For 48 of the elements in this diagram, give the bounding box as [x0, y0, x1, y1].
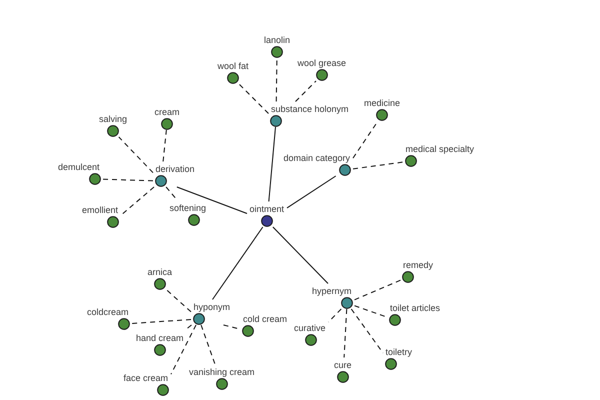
node-label: lanolin	[263, 35, 292, 45]
dashed-connector	[162, 130, 167, 162]
node-label: medical specialty	[404, 144, 476, 154]
node-label: ointment	[248, 204, 286, 214]
dashed-connector	[352, 162, 404, 170]
node-label: domain category	[282, 153, 352, 163]
node-label: medicine	[363, 98, 402, 108]
node-label: wool fat	[216, 61, 250, 71]
connector-line	[176, 186, 248, 214]
dashed-connector	[328, 308, 342, 322]
dashed-connector	[118, 136, 154, 174]
dashed-connector	[166, 290, 192, 312]
connector-line	[212, 226, 264, 300]
node-label: cold cream	[242, 314, 288, 324]
node-label: wool grease	[296, 58, 348, 68]
dashed-connector	[102, 178, 154, 182]
connector-line	[268, 126, 276, 202]
node-label: salving	[98, 114, 128, 124]
dashed-connector	[276, 58, 278, 102]
dashed-connector	[344, 308, 348, 358]
connector-line	[272, 226, 328, 284]
node-label: substance holonym	[270, 104, 350, 114]
node-label: face cream	[122, 373, 170, 383]
node-label: cream	[154, 107, 181, 117]
node-label: curative	[293, 323, 327, 333]
node-label: demulcent	[57, 162, 101, 172]
node-label: emollient	[81, 205, 120, 215]
dashed-connector	[166, 186, 178, 201]
dashed-connector	[295, 80, 316, 102]
dashed-connector	[238, 84, 269, 114]
connector-line	[286, 176, 336, 208]
node-label: toilet articles	[389, 303, 442, 313]
node-label: hypernym	[311, 286, 353, 296]
node-label: softening	[168, 203, 208, 213]
node-label: hand cream	[135, 333, 185, 343]
dashed-connector	[354, 280, 401, 300]
dashed-connector	[120, 186, 154, 216]
node-label: toiletry	[384, 347, 414, 357]
node-label: remedy	[402, 260, 434, 270]
node-label: vanishing cream	[188, 367, 256, 377]
dashed-connector	[200, 324, 216, 365]
node-label: hyponym	[192, 302, 232, 312]
node-label: cure	[333, 360, 353, 370]
node-label: arnica	[146, 267, 174, 277]
node-label: derivation	[154, 164, 196, 174]
node-label: coldcream	[86, 307, 130, 317]
dashed-connector	[170, 324, 196, 375]
dashed-connector	[131, 319, 192, 324]
